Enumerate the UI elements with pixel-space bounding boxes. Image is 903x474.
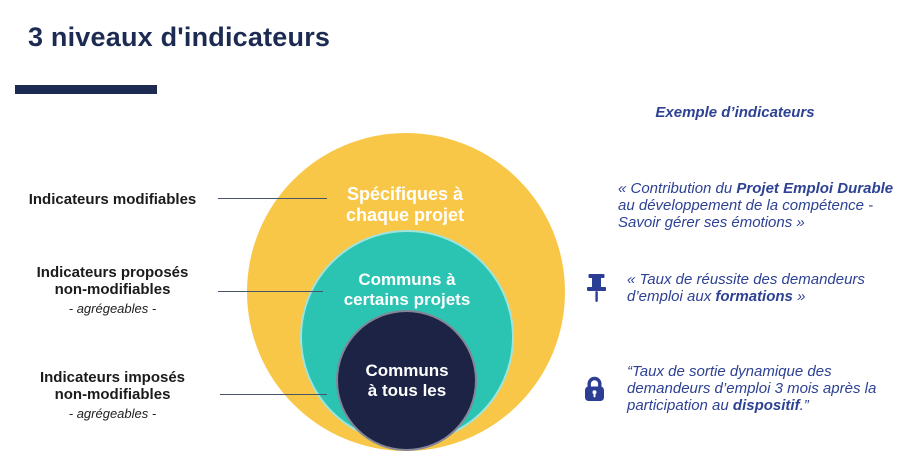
quote-line: Savoir gérer ses émotions » (618, 213, 805, 231)
pushpin-icon (586, 274, 607, 309)
connector-line-1 (218, 198, 327, 200)
label-line: Indicateurs imposés (39, 369, 186, 386)
label-indicateurs-imposes: Indicateurs imposés non-modifiables - ag… (12, 369, 213, 422)
examples-header: Exemple d’indicateurs (655, 104, 815, 121)
page-title: 3 niveaux d'indicateurs (28, 22, 331, 52)
label-sub-agregeables: - agrégeables - (68, 301, 157, 316)
example-quote-1: « Contribution du Projet Emploi Durable … (618, 180, 898, 231)
connector-line-3 (220, 394, 327, 396)
label-indicateurs-proposes: Indicateurs proposés non-modifiables - a… (12, 264, 213, 317)
label-line: non-modifiables (54, 386, 171, 403)
quote-line: « Contribution du Projet Emploi Durable (618, 180, 894, 197)
label-line: non-modifiables (54, 281, 171, 298)
label-line: Indicateurs proposés (36, 264, 189, 281)
quote-line: d’emploi aux formations » (627, 287, 806, 305)
example-quote-3: “Taux de sortie dynamique des demandeurs… (627, 363, 887, 414)
quote-line: au développement de la compétence - (618, 196, 874, 214)
circle-communs-tous (336, 310, 477, 451)
quote-line: participation au dispositif.” (627, 396, 809, 414)
quote-line: demandeurs d’emploi 3 mois après la (627, 379, 877, 397)
label-indicateurs-modifiables: Indicateurs modifiables (12, 191, 213, 208)
label-line: Indicateurs modifiables (28, 191, 197, 208)
example-quote-2: « Taux de réussite des demandeurs d’empl… (627, 271, 877, 306)
circle-label-communs-certains: Communs à certains projets (343, 270, 471, 309)
connector-line-2 (218, 291, 323, 293)
quote-line: « Taux de réussite des demandeurs (627, 271, 865, 288)
title-underline (15, 85, 157, 94)
label-sub-agregeables: - agrégeables - (68, 406, 157, 421)
lock-icon (584, 376, 605, 407)
quote-line: “Taux de sortie dynamique des (627, 363, 832, 380)
circle-label-communs-tous: Communs à tous les (365, 361, 449, 400)
circle-label-specifiques: Spécifiques à chaque projet (345, 184, 465, 225)
